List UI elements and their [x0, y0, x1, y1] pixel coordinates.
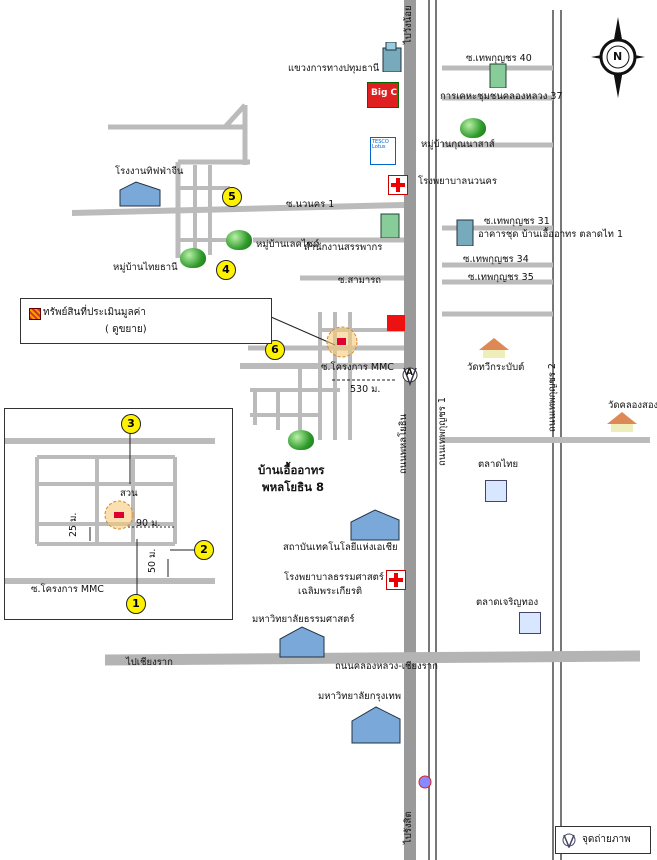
revenue-office-label: สำนักงานสรรพากร	[304, 242, 383, 253]
thammasat-univ-label: มหาวิทยาลัยธรรมศาสตร์	[252, 614, 355, 625]
samarot-label: ซ.สามารถ	[338, 275, 382, 286]
thai-thani-village-label: หมู่บ้านไทยธานี	[113, 262, 178, 273]
tesco-lotus-logo: TESCO Lotus	[370, 137, 396, 165]
inset-road-label: ซ.โครงการ MMC	[31, 584, 104, 595]
inset-marker-3: 3	[121, 414, 141, 434]
shoot-point-icon	[562, 833, 576, 848]
thepkunchorn34-label: ซ.เทพกุญชร 34	[463, 254, 529, 265]
kunnasa-village-label: หมู่บ้านกุณนาสาส์	[421, 139, 495, 150]
institute-building-icon	[350, 509, 400, 541]
office-building-icon	[489, 63, 507, 88]
inset-marker-2: 2	[194, 540, 214, 560]
hospital-icon	[386, 570, 406, 590]
shoot-point-label: จุดถ่ายภาพ	[582, 834, 631, 845]
office-building-icon	[382, 42, 402, 72]
distance-530-label: 530 ม.	[350, 384, 381, 395]
hospital-icon	[388, 175, 408, 195]
marker-4: 4	[216, 260, 236, 280]
to-chiang-rak-label: ไปเชียงราก	[126, 657, 173, 668]
housing-label: การเคหะชุมชนคลองหลวง 37	[440, 91, 563, 102]
compass-n-label: N	[613, 50, 623, 63]
market-icon	[519, 612, 541, 634]
wat-label: วัดทวีกระบับต์	[467, 362, 525, 373]
compass-icon	[591, 17, 645, 98]
legend-property-label: ทรัพย์สินที่ประเมินมูลค่า	[43, 307, 146, 318]
thepkunchorn35-label: ซ.เทพกุญชร 35	[468, 272, 534, 283]
inset-detail-map: 3 2 1 สวน 90 ม. 25 ม. 50 ม. ซ.โครงการ MM…	[4, 408, 233, 620]
marker-6: 6	[265, 340, 285, 360]
thepkunchorn40-label: ซ.เทพกุญชร 40	[466, 53, 532, 64]
to-rangsit-label: ไปรังสิต	[403, 811, 414, 844]
big-c-logo: Big C	[367, 82, 399, 108]
property-swatch-icon	[29, 308, 41, 320]
temple-icon	[607, 412, 637, 432]
apartment-building-icon	[456, 219, 474, 246]
lakeside-village-label: หมู่บ้านเลคไซด์	[256, 239, 320, 250]
ait-label: สถาบันเทคโนโลยีแห่งเอเชีย	[283, 542, 398, 553]
inset-width-label: 90 ม.	[136, 518, 161, 529]
marker-5: 5	[222, 187, 242, 207]
village-tree-icon	[180, 248, 206, 268]
site-marker	[337, 338, 346, 345]
office-building-icon	[380, 213, 400, 238]
to-pathum-label: ไปวังน้อย	[403, 5, 414, 44]
factory-building-icon	[119, 181, 161, 207]
apartment-label: อาคารชุด บ้านเอื้ออาทร ตลาดไท 1	[478, 229, 624, 240]
village-tree-icon	[226, 230, 252, 250]
navanakorn-hospital-label: โรงพยาบาลนวนคร	[418, 176, 497, 187]
wat-khlongsong-label: วัดคลองสอง	[608, 400, 657, 411]
village-tree-icon	[460, 118, 486, 138]
inset-marker-1: 1	[126, 594, 146, 614]
inset-garden-label: สวน	[120, 488, 138, 499]
university-building-icon	[279, 626, 325, 658]
highway-office-label: แขวงการทางปทุมธานี	[288, 63, 380, 74]
ua-arthorn-label-1: บ้านเอื้ออาทร	[258, 463, 325, 477]
legend-box: ทรัพย์สินที่ประเมินมูลค่า ( ดูขยาย)	[20, 298, 272, 344]
university-building-icon	[351, 706, 401, 744]
legend-note-label: ( ดูขยาย)	[105, 324, 147, 335]
thepkunchorn31-label: ซ.เทพกุญชร 31	[484, 216, 550, 227]
talad-charoen-label: ตลาดเจริญทอง	[476, 597, 539, 608]
factory-label: โรงงานทิฟฟ่าจีน	[115, 166, 184, 177]
village-tree-icon	[288, 430, 314, 450]
inset-depth25-label: 25 ม.	[68, 512, 79, 537]
shoot-point-legend: จุดถ่ายภาพ	[555, 826, 651, 854]
thammasat-hospital-label-2: เฉลิมพระเกียรติ	[298, 586, 363, 597]
thammasat-hospital-label-1: โรงพยาบาลธรรมศาสตร์	[284, 572, 384, 583]
talad-thai-label: ตลาดไทย	[478, 459, 519, 470]
market-icon	[485, 480, 507, 502]
phahon-road-label: ถนนพหลโยธิน	[398, 413, 409, 474]
ua-arthorn-label-2: พหลโยธิน 8	[262, 480, 325, 494]
bangkok-univ-label: มหาวิทยาลัยกรุงเทพ	[318, 691, 402, 702]
navanakorn1-label: ซ.นวนคร 1	[286, 199, 335, 210]
mmc-road-label: ซ.โครงการ MMC	[321, 362, 394, 373]
brand-logo-icon	[387, 315, 405, 331]
inset-roads	[5, 431, 215, 594]
thepkunchorn1-road-label: ถนนเทพกุญชร 1	[437, 397, 448, 466]
thepkunchorn2-road-label: ถนนเทพกุญชร 2	[547, 363, 558, 432]
khlong-luang-road-line	[104, 650, 641, 666]
khlong-luang-road-label: ถนนคลองหลวง-เชียงราก	[335, 661, 438, 672]
point-a-label: A	[406, 368, 413, 378]
inset-depth50-label: 50 ม.	[147, 548, 158, 573]
temple-icon	[479, 338, 509, 358]
